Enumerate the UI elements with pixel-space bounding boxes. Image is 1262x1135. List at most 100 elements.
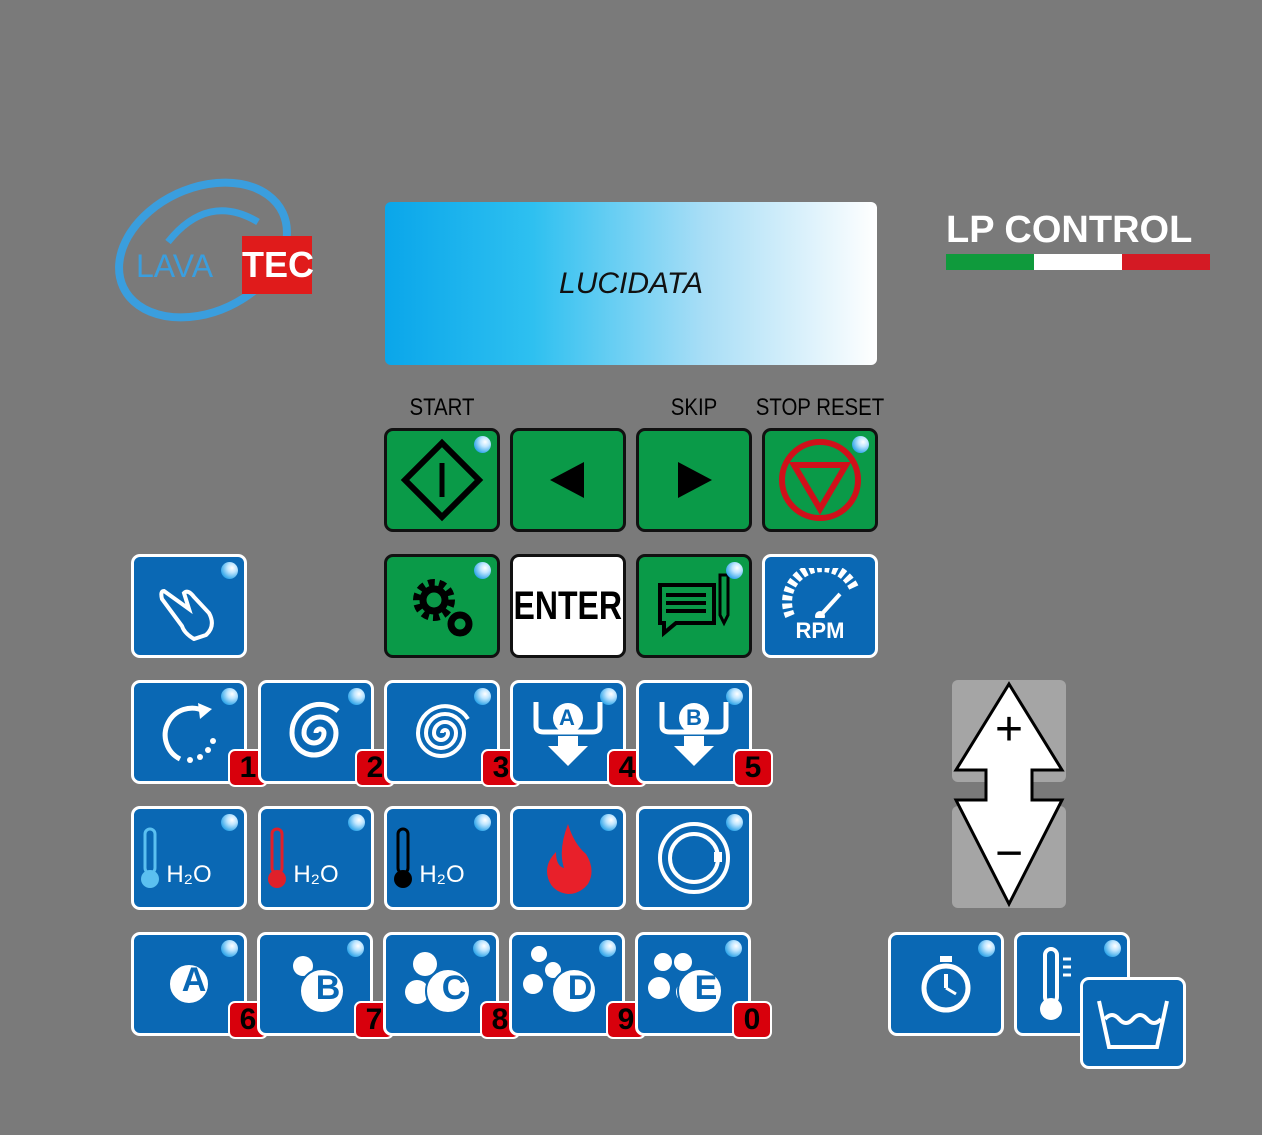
stop-reset-label: STOP RESET: [755, 394, 885, 421]
skip-button[interactable]: [636, 428, 752, 532]
dosing-a-icon: [533, 702, 603, 766]
decrease-button[interactable]: −: [994, 827, 1024, 880]
drum-button[interactable]: [636, 806, 752, 910]
lp-control-text: LP CONTROL: [946, 209, 1193, 251]
detergent-letter: E: [694, 969, 718, 1007]
speedometer-icon: [782, 568, 859, 618]
edit-note-icon: [658, 573, 730, 638]
detergent-letter: A: [181, 961, 207, 999]
led-indicator: [348, 688, 365, 705]
led-indicator: [726, 688, 743, 705]
enter-button[interactable]: ENTER: [510, 554, 626, 658]
led-indicator: [978, 940, 995, 957]
led-indicator: [347, 940, 364, 957]
led-indicator: [474, 562, 491, 579]
dosing-letter: B: [686, 705, 702, 730]
logo-lava: LAVA: [136, 248, 214, 284]
start-icon: [400, 438, 484, 522]
h2o-label: H₂O: [419, 861, 465, 888]
increase-button[interactable]: +: [994, 703, 1024, 756]
detergent-1-button[interactable]: A 6: [131, 932, 268, 1039]
led-indicator: [221, 688, 238, 705]
thermometer-icon: [1040, 947, 1071, 1020]
lp-control-logo: LP CONTROL: [946, 208, 1210, 270]
led-indicator: [726, 562, 743, 579]
flame-icon: [547, 824, 592, 894]
rpm-button[interactable]: RPM: [762, 554, 878, 658]
detergent-letter: B: [315, 969, 341, 1007]
gears-icon: [413, 579, 473, 637]
led-indicator: [725, 940, 742, 957]
program-3-button[interactable]: 3: [384, 680, 521, 787]
number-badge: 0: [732, 1001, 772, 1039]
lcd-display: LUCIDATA: [385, 202, 877, 365]
led-indicator: [852, 436, 869, 453]
skip-label: SKIP: [670, 394, 718, 421]
number-badge: 8: [480, 1001, 520, 1039]
logo-tec: TEC: [242, 236, 314, 294]
wash-basin-icon: [1097, 1000, 1169, 1049]
led-indicator: [348, 814, 365, 831]
led-indicator: [473, 940, 490, 957]
dosing-b-icon: [659, 702, 729, 766]
display-text: LUCIDATA: [559, 266, 703, 300]
number-badge: 5: [733, 749, 773, 787]
hot-water-button[interactable]: H₂O: [258, 806, 374, 910]
led-indicator: [1104, 940, 1121, 957]
detergent-2-button[interactable]: B 7: [257, 932, 394, 1039]
led-indicator: [474, 814, 491, 831]
bubbles-icon: [293, 956, 345, 1014]
led-indicator: [474, 436, 491, 453]
settings-button[interactable]: [384, 554, 500, 658]
led-indicator: [599, 940, 616, 957]
led-indicator: [474, 688, 491, 705]
led-indicator: [600, 814, 617, 831]
stop-icon: [779, 439, 861, 521]
stopwatch-icon: [921, 956, 971, 1013]
rpm-label: RPM: [795, 618, 845, 643]
heating-button[interactable]: [510, 806, 626, 910]
up-down-arrow-icon: [953, 681, 1065, 908]
bubbles-icon: [648, 953, 723, 1014]
program-edit-button[interactable]: [636, 554, 752, 658]
start-button[interactable]: [384, 428, 500, 532]
led-indicator: [221, 814, 238, 831]
h2o-label: H₂O: [166, 861, 212, 888]
detergent-letter: C: [441, 969, 467, 1007]
cold-water-button[interactable]: H₂O: [131, 806, 247, 910]
manual-button[interactable]: [131, 554, 247, 658]
wash-temperature-button[interactable]: [1080, 977, 1186, 1069]
hand-pointer-icon: [159, 588, 214, 641]
led-indicator: [221, 562, 238, 579]
rotation-icon: [162, 703, 216, 763]
arrow-left-icon: [550, 462, 584, 498]
water-button[interactable]: H₂O: [384, 806, 500, 910]
dosing-letter: A: [559, 705, 575, 730]
bubbles-icon: [405, 952, 471, 1014]
detergent-4-button[interactable]: D 9: [509, 932, 646, 1039]
detergent-letter: D: [567, 969, 593, 1007]
detergent-5-button[interactable]: E 0: [635, 932, 772, 1039]
detergent-3-button[interactable]: C 8: [383, 932, 520, 1039]
thermometer-icon: [394, 827, 413, 888]
bubbles-icon: [523, 946, 597, 1014]
led-indicator: [726, 814, 743, 831]
bubbles-icon: [168, 963, 210, 1005]
timer-button[interactable]: [888, 932, 1004, 1036]
thermometer-hot-icon: [268, 827, 287, 888]
start-label: START: [409, 394, 475, 421]
h2o-label: H₂O: [293, 861, 339, 888]
enter-label: ENTER: [513, 583, 623, 628]
stop-reset-button[interactable]: [762, 428, 878, 532]
led-indicator: [221, 940, 238, 957]
spiral-tight-icon: [415, 704, 470, 758]
led-indicator: [600, 688, 617, 705]
program-1-button[interactable]: 1: [131, 680, 268, 787]
lavatec-logo: LAVA TEC: [108, 172, 318, 322]
arrow-right-icon: [678, 462, 712, 498]
thermometer-cold-icon: [141, 827, 160, 888]
previous-button[interactable]: [510, 428, 626, 532]
program-2-button[interactable]: 2: [258, 680, 395, 787]
